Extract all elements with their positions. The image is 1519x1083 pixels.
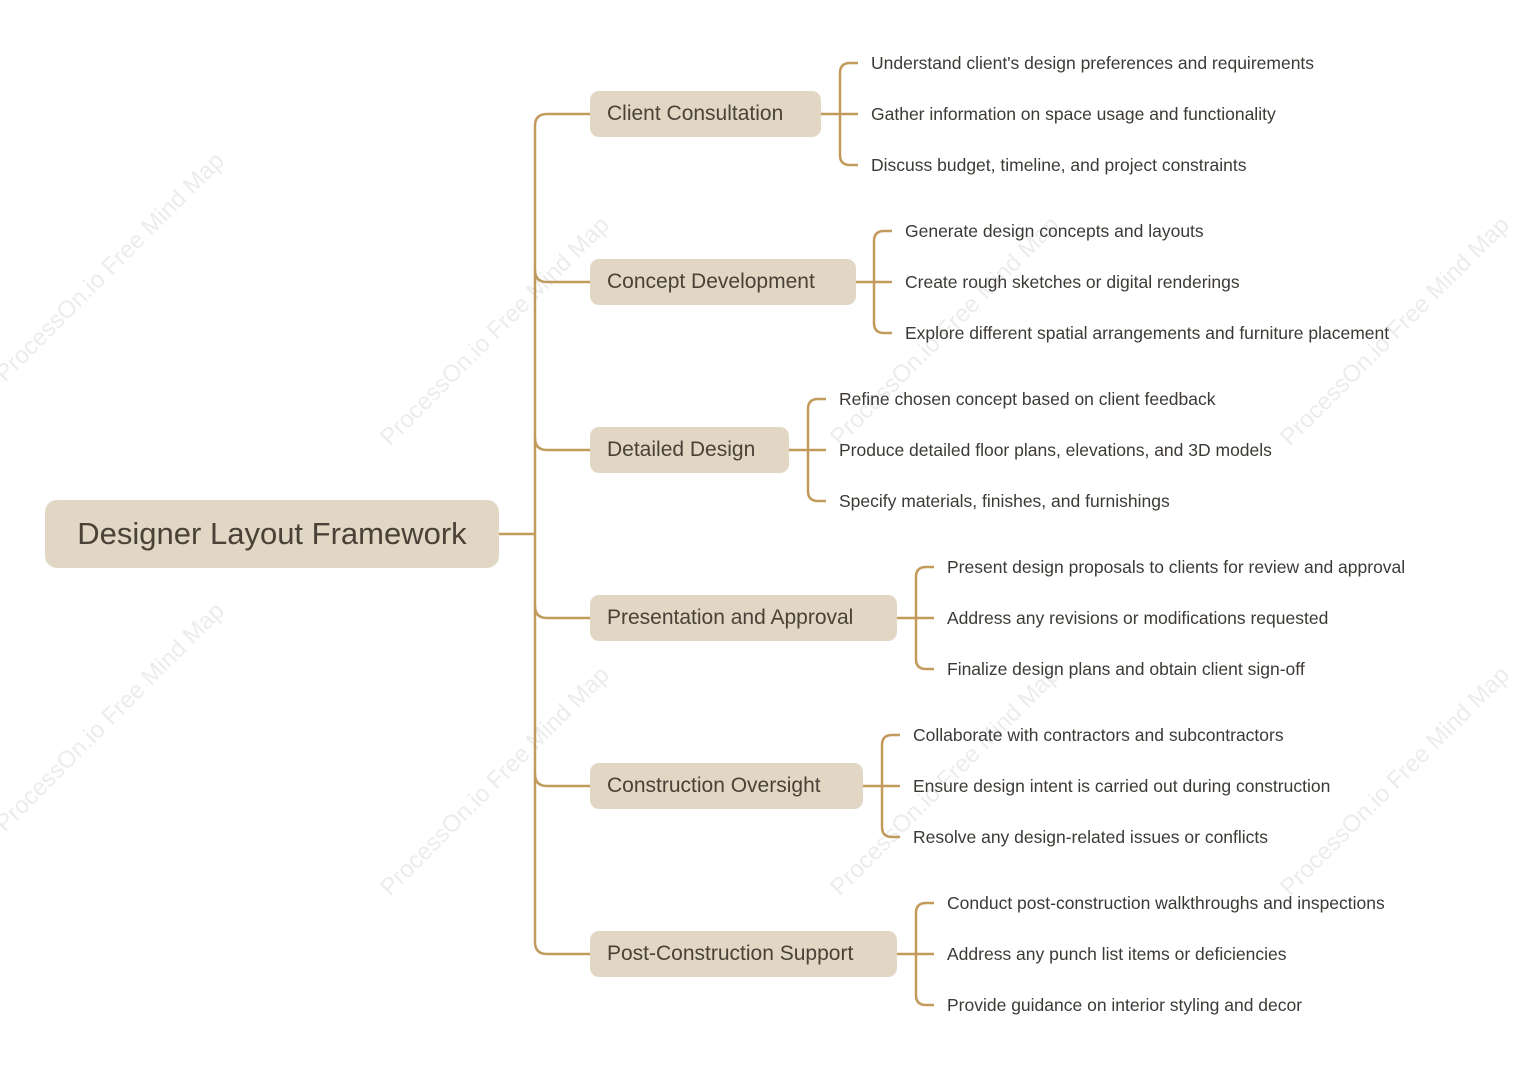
branch-node-concept-development[interactable]: Concept Development — [590, 259, 856, 305]
leaf-node[interactable]: Generate design concepts and layouts — [905, 221, 1204, 241]
leaf-node[interactable]: Ensure design intent is carried out duri… — [913, 776, 1331, 796]
branch-node-post-construction-support[interactable]: Post-Construction Support — [590, 931, 897, 977]
leaf-node[interactable]: Gather information on space usage and fu… — [871, 104, 1276, 124]
branch-node-construction-oversight[interactable]: Construction Oversight — [590, 763, 863, 809]
branch-node-detailed-design[interactable]: Detailed Design — [590, 427, 789, 473]
leaf-node[interactable]: Understand client's design preferences a… — [871, 53, 1315, 73]
leaf-node[interactable]: Address any revisions or modifications r… — [947, 608, 1329, 628]
leaf-node[interactable]: Refine chosen concept based on client fe… — [839, 389, 1216, 409]
branch-connector — [533, 269, 590, 284]
leaf-bracket — [914, 565, 934, 578]
leaf-bracket — [872, 229, 892, 242]
leaf-bracket — [806, 490, 826, 503]
leaf-bracket — [880, 826, 900, 839]
leaf-node[interactable]: Explore different spatial arrangements a… — [905, 323, 1390, 343]
leaf-bracket — [838, 154, 858, 167]
leaf-node[interactable]: Address any punch list items or deficien… — [947, 944, 1287, 964]
leaf-node[interactable]: Collaborate with contractors and subcont… — [913, 725, 1284, 745]
root-node[interactable]: Designer Layout Framework — [45, 500, 499, 568]
branch-node-presentation-and-approval[interactable]: Presentation and Approval — [590, 595, 897, 641]
branch-connector — [533, 112, 590, 127]
leaf-node[interactable]: Produce detailed floor plans, elevations… — [839, 440, 1272, 460]
leaf-bracket — [914, 658, 934, 671]
leaf-node[interactable]: Finalize design plans and obtain client … — [947, 659, 1305, 679]
leaf-node[interactable]: Present design proposals to clients for … — [947, 557, 1406, 577]
leaf-node[interactable]: Create rough sketches or digital renderi… — [905, 272, 1240, 292]
branch-node-client-consultation[interactable]: Client Consultation — [590, 91, 821, 137]
branch-connector — [533, 773, 590, 788]
leaf-node[interactable]: Discuss budget, timeline, and project co… — [871, 155, 1247, 175]
leaf-node[interactable]: Specify materials, finishes, and furnish… — [839, 491, 1170, 511]
leaf-bracket — [806, 397, 826, 410]
leaf-bracket — [872, 322, 892, 335]
branch-connector — [533, 437, 590, 452]
leaf-node[interactable]: Resolve any design-related issues or con… — [913, 827, 1269, 847]
leaf-bracket — [914, 901, 934, 914]
branch-connector — [533, 605, 590, 620]
leaf-bracket — [838, 61, 858, 74]
leaf-bracket — [914, 994, 934, 1007]
branch-connector — [533, 941, 590, 956]
leaf-bracket — [880, 733, 900, 746]
leaf-node[interactable]: Provide guidance on interior styling and… — [947, 995, 1303, 1015]
leaf-node[interactable]: Conduct post-construction walkthroughs a… — [947, 893, 1385, 913]
